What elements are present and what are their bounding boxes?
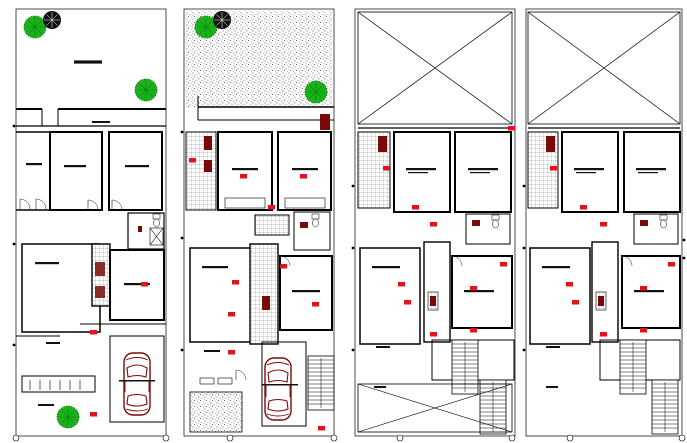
stair-icon <box>307 355 335 411</box>
stair-icon <box>451 339 479 395</box>
car-icon <box>123 352 151 416</box>
tree-icon <box>56 405 80 429</box>
car-icon <box>264 357 292 421</box>
tree-icon <box>212 10 232 30</box>
open-to-below-icon <box>357 11 513 125</box>
plan-4-upper-floor-repeat <box>525 8 683 437</box>
plan-1-ground-floor-site <box>15 8 167 437</box>
stair-icon <box>619 339 647 395</box>
open-to-below-icon <box>357 383 513 433</box>
plan-3-upper-floor <box>354 8 516 437</box>
plan-2-ground-floor-furnished <box>183 8 335 437</box>
stair-icon <box>651 379 679 435</box>
open-to-below-icon <box>527 11 681 125</box>
tree-icon <box>42 10 62 30</box>
grid-bubble-icon <box>12 434 686 442</box>
tree-icon <box>134 78 158 102</box>
tree-icon <box>304 80 328 104</box>
tree-icon <box>23 15 47 39</box>
